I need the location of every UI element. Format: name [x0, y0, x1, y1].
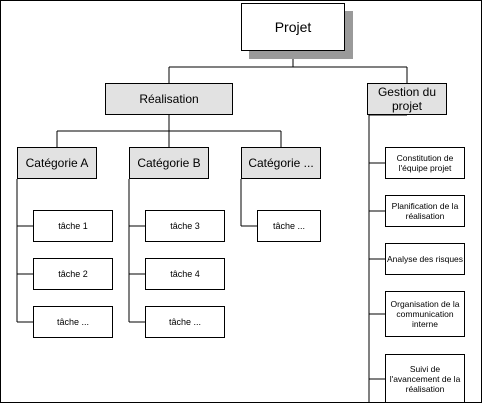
node-tache-a-more: tâche ...: [33, 306, 113, 338]
node-tache-c-more: tâche ...: [257, 210, 321, 242]
node-tache-2: tâche 2: [33, 258, 113, 290]
node-tache-1: tâche 1: [33, 210, 113, 242]
node-planification: Planification de la réalisation: [385, 195, 465, 227]
node-realisation: Réalisation: [105, 83, 233, 115]
node-suivi-avancement: Suivi de l'avancement de la réalisation: [385, 354, 465, 402]
node-gestion-du-projet: Gestion du projet: [367, 83, 447, 115]
node-categorie-b: Catégorie B: [129, 147, 209, 179]
node-categorie-more: Catégorie ...: [241, 147, 321, 179]
node-analyse-risques: Analyse des risques: [385, 243, 465, 275]
node-categorie-a: Catégorie A: [17, 147, 97, 179]
node-tache-4: tâche 4: [145, 258, 225, 290]
node-tache-b-more: tâche ...: [145, 306, 225, 338]
node-projet: Projet: [241, 3, 345, 51]
node-organisation-communication: Organisation de la communication interne: [385, 291, 465, 337]
node-tache-3: tâche 3: [145, 210, 225, 242]
node-constitution-equipe: Constitution de l'équipe projet: [385, 147, 465, 179]
